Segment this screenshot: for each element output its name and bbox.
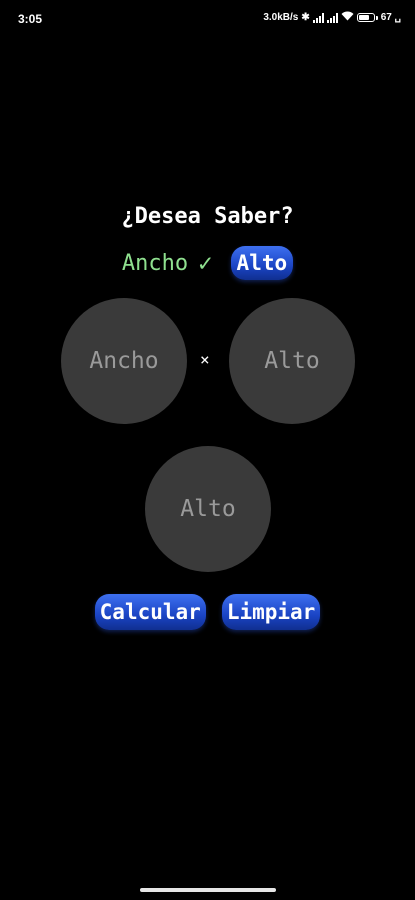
alto-input[interactable]: Alto	[229, 298, 355, 424]
home-indicator[interactable]	[140, 888, 276, 892]
status-bar: 3:05 3.0kB/s ✱ 67 ␣	[0, 0, 415, 38]
action-buttons: Calcular Limpiar	[0, 594, 415, 630]
question-title: ¿Desea Saber?	[121, 204, 294, 229]
signal-icon	[326, 12, 338, 23]
bluetooth-icon: ✱	[301, 12, 310, 23]
check-icon: ✓	[198, 249, 213, 277]
battery-icon	[356, 13, 378, 22]
wifi-icon	[341, 11, 354, 24]
status-icons: 3.0kB/s ✱ 67 ␣	[263, 11, 401, 24]
signal-icon	[312, 12, 324, 23]
choice-row: Ancho ✓ Alto	[0, 246, 415, 280]
calcular-button[interactable]: Calcular	[94, 594, 206, 630]
multiply-sign: ×	[200, 350, 210, 369]
network-speed: 3.0kB/s	[263, 12, 299, 23]
result-display: Alto	[145, 446, 271, 572]
status-time: 3:05	[18, 12, 43, 26]
limpiar-button[interactable]: Limpiar	[221, 594, 321, 630]
option-ancho[interactable]: Ancho	[121, 250, 189, 276]
ancho-input[interactable]: Ancho	[61, 298, 187, 424]
battery-percent: 67 ␣	[380, 12, 401, 23]
option-alto-button[interactable]: Alto	[230, 246, 294, 280]
